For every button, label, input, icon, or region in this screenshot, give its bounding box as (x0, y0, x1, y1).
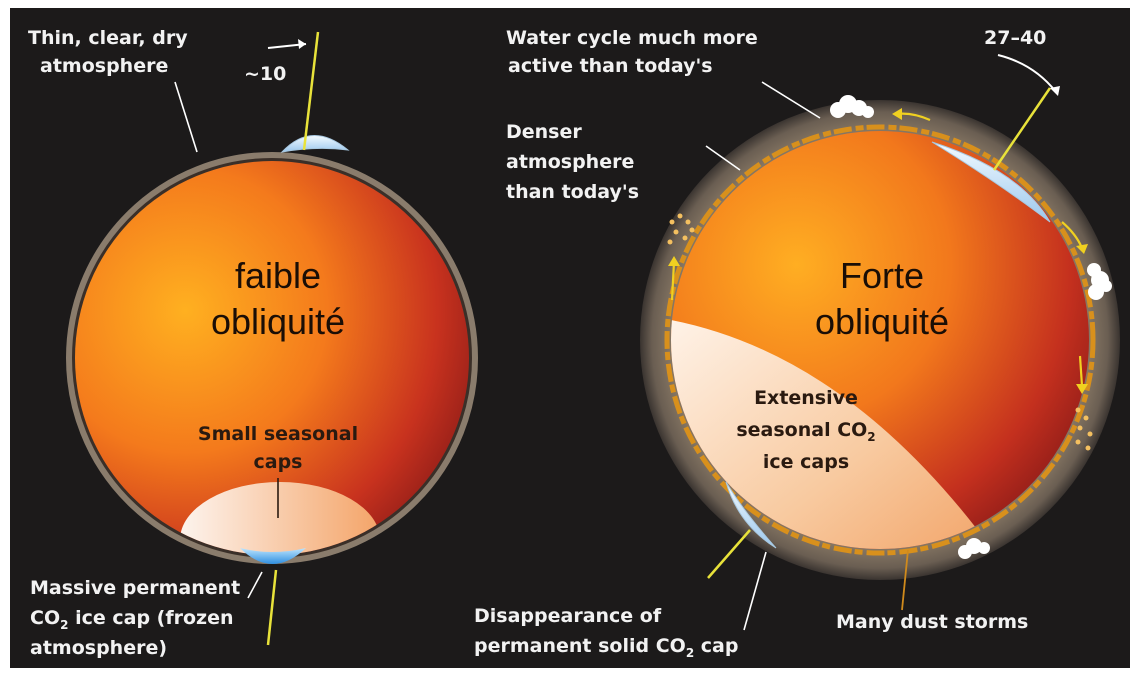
left-atmosphere-leader (174, 81, 198, 153)
right-planet (640, 54, 1120, 631)
right-disappearance-leader (743, 551, 767, 631)
dust-dots (667, 213, 1093, 451)
right-water-label-1: Water cycle much more (506, 27, 758, 49)
left-angle-label: ~10 (244, 63, 286, 85)
right-disappearance-label-2: permanent solid CO2 cap (474, 635, 738, 660)
right-north-ice-cap (931, 141, 1051, 223)
left-caps-label-1: Small seasonal (198, 423, 358, 445)
right-title-1: Forte (840, 255, 924, 296)
left-atmosphere-label-2: atmosphere (40, 55, 168, 77)
left-seasonal-cap (180, 482, 380, 555)
left-planet (66, 31, 478, 646)
circulation-arrowheads (668, 108, 1088, 394)
right-dense-label-3: than today's (506, 181, 639, 203)
cloud-icon (830, 95, 874, 118)
right-axis-top (992, 87, 1052, 171)
clouds (830, 95, 1112, 559)
cloud-icon (1087, 263, 1112, 300)
left-title-2: obliquité (211, 301, 345, 342)
right-dense-label-1: Denser (506, 121, 582, 143)
right-angle-label: 27–40 (984, 27, 1046, 49)
right-dense-leader (705, 145, 741, 171)
left-perm-label-1: Massive permanent (30, 577, 240, 599)
left-perm-label-2: CO2 ice cap (frozen (30, 607, 234, 632)
right-ext-label-1: Extensive (754, 387, 858, 409)
left-title-1: faible (235, 255, 321, 296)
right-ext-label-2: seasonal CO2 (736, 419, 875, 444)
right-dust-label: Many dust storms (836, 611, 1028, 633)
right-dust-leader (901, 549, 909, 611)
left-caps-label-2: caps (254, 451, 303, 473)
left-planet-body (75, 161, 469, 555)
left-atmosphere-label-1: Thin, clear, dry (28, 27, 188, 49)
right-water-leader (761, 81, 821, 119)
right-angle-arrowhead (1050, 86, 1060, 96)
left-perm-label-3: atmosphere) (30, 637, 167, 659)
right-water-label-2: active than today's (508, 55, 713, 77)
right-disappearance-label-1: Disappearance of (474, 605, 662, 627)
left-south-ice-cap (240, 548, 306, 564)
right-axis-bottom (707, 529, 751, 579)
left-angle-arrowhead (298, 39, 306, 49)
left-axis-bottom (266, 569, 278, 646)
left-axis-top (302, 31, 320, 151)
cloud-icon (958, 538, 990, 559)
left-perm-leader (247, 571, 263, 599)
right-dense-label-2: atmosphere (506, 151, 634, 173)
right-title-2: obliquité (815, 301, 949, 342)
right-south-ice-cap (725, 481, 777, 549)
right-angle-arrow (997, 54, 1057, 93)
right-ext-label-3: ice caps (763, 451, 849, 473)
right-dust-band (664, 124, 1096, 556)
